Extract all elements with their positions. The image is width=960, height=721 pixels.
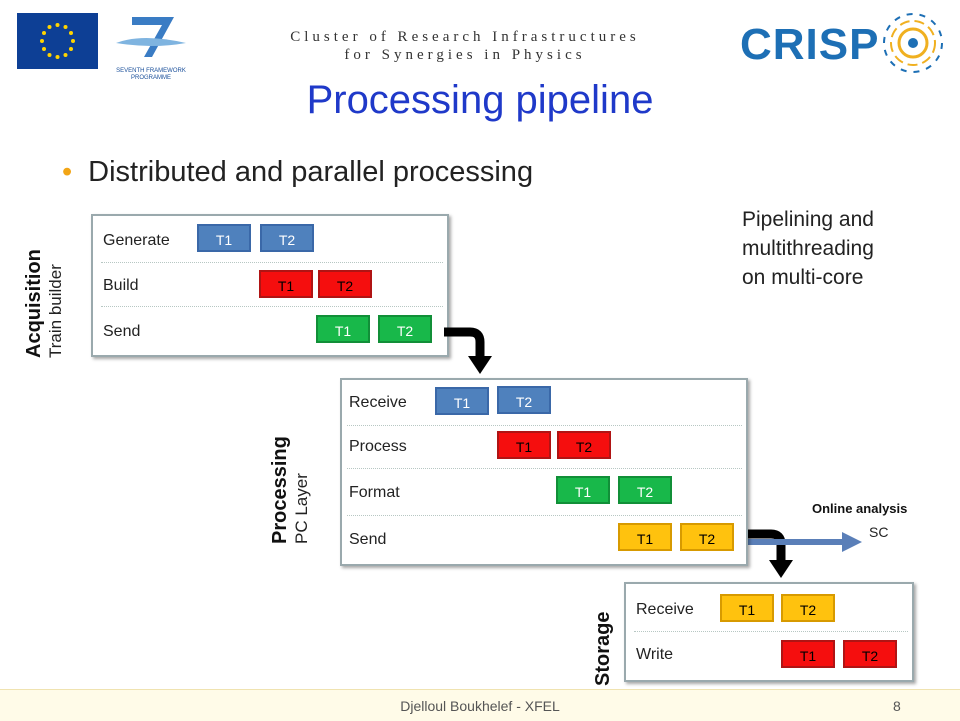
task-t2-send: T2 <box>680 523 734 551</box>
bullet-dot-icon: • <box>62 156 73 188</box>
task-t2-generate: T2 <box>260 224 314 252</box>
fp7-mark-icon <box>116 17 186 57</box>
row-process: Process <box>349 438 407 455</box>
task-t1-send: T1 <box>618 523 672 551</box>
storage-label-group: Storage <box>591 612 615 686</box>
row-receive: Receive <box>349 394 407 411</box>
task-t2-receive: T2 <box>497 386 551 414</box>
task-t2-write: T2 <box>843 640 897 668</box>
row-send: Send <box>103 323 141 340</box>
row-generate: Generate <box>103 232 170 249</box>
task-t1-write: T1 <box>781 640 835 668</box>
row-divider <box>101 262 443 263</box>
note-line-2: multithreading <box>742 237 874 260</box>
note-line-1: Pipelining and <box>742 208 874 231</box>
row-receive: Receive <box>636 601 694 618</box>
processing-label: Processing <box>269 436 291 544</box>
crisp-logo: CRISP <box>740 13 950 74</box>
storage-panel: Receive Write T1 T2 T1 T2 <box>624 582 914 682</box>
slide-title: Processing pipeline <box>306 78 654 122</box>
fp7-logo: SEVENTH FRAMEWORK PROGRAMME <box>112 13 190 81</box>
task-t1-receive: T1 <box>435 387 489 415</box>
task-t1-process: T1 <box>497 431 551 459</box>
task-t1-send: T1 <box>316 315 370 343</box>
footer-author: Djelloul Boukhelef - XFEL <box>400 698 560 714</box>
task-t2-process: T2 <box>557 431 611 459</box>
crisp-rings-icon <box>883 13 943 73</box>
task-t1-build: T1 <box>259 270 313 298</box>
acquisition-sublabel: Train builder <box>46 264 65 358</box>
task-t1-receive: T1 <box>720 594 774 622</box>
task-t2-build: T2 <box>318 270 372 298</box>
task-t2-send: T2 <box>378 315 432 343</box>
pipelining-note: Pipelining and multithreading on multi-c… <box>742 205 874 292</box>
bullet-item: • Distributed and parallel processing <box>62 156 533 189</box>
row-divider <box>347 515 742 516</box>
storage-label: Storage <box>592 611 614 686</box>
online-analysis-label: Online analysis <box>812 501 908 516</box>
fp7-caption: SEVENTH FRAMEWORK PROGRAMME <box>116 68 186 81</box>
task-t1-format: T1 <box>556 476 610 504</box>
org-line-2: for Synergies in Physics <box>344 47 586 63</box>
acquisition-label-group: Acquisition Train builder <box>22 249 66 358</box>
page-number: 8 <box>893 698 901 714</box>
task-t1-generate: T1 <box>197 224 251 252</box>
bullet-text: Distributed and parallel processing <box>88 156 534 188</box>
row-send: Send <box>349 531 387 548</box>
online-analysis-sub: SC <box>869 524 889 540</box>
row-divider <box>634 631 908 632</box>
acquisition-label: Acquisition <box>23 249 45 358</box>
processing-panel: Receive Process Format Send T1 T2 T1 T2 … <box>340 378 748 566</box>
acquisition-panel: Generate Build Send T1 T2 T1 T2 T1 T2 <box>91 214 449 357</box>
arrow-acq-to-proc-icon <box>444 327 492 374</box>
eu-flag-logo <box>17 13 98 69</box>
processing-sublabel: PC Layer <box>292 473 311 544</box>
org-line-1: Cluster of Research Infrastructures <box>290 29 640 45</box>
row-divider <box>347 468 742 469</box>
task-t2-receive: T2 <box>781 594 835 622</box>
note-line-3: on multi-core <box>742 266 864 289</box>
row-write: Write <box>636 646 674 663</box>
task-t2-format: T2 <box>618 476 672 504</box>
crisp-logo-text: CRISP <box>740 20 880 69</box>
row-build: Build <box>103 277 139 294</box>
row-divider <box>347 425 742 426</box>
row-format: Format <box>349 484 400 501</box>
processing-label-group: Processing PC Layer <box>268 436 312 544</box>
footer-bar: Djelloul Boukhelef - XFEL 8 <box>0 689 960 721</box>
arrow-online-analysis-icon <box>746 532 862 552</box>
eu-stars-icon <box>40 23 75 59</box>
row-divider <box>101 306 443 307</box>
